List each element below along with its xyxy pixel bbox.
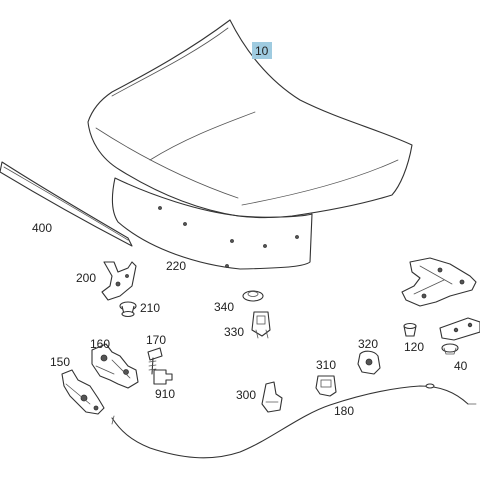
label-part-300[interactable]: 300	[236, 388, 256, 402]
latch-handle-part-310[interactable]	[315, 375, 337, 397]
label-part-180[interactable]: 180	[334, 404, 354, 418]
hood-insulation-part-220[interactable]	[111, 177, 313, 270]
label-part-170[interactable]: 170	[146, 333, 166, 347]
label-part-10[interactable]: 10	[255, 44, 269, 58]
clip-part-120[interactable]	[403, 322, 417, 337]
cap-part-340[interactable]	[242, 290, 264, 302]
cap-part-40[interactable]	[441, 343, 459, 355]
label-part-340[interactable]: 340	[214, 300, 234, 314]
release-handle-part-300[interactable]	[261, 381, 283, 413]
bolt-part-170[interactable]	[147, 347, 163, 375]
hood-lock-part-160[interactable]	[91, 343, 139, 389]
label-part-200[interactable]: 200	[76, 271, 96, 285]
bracket-upper-right[interactable]	[401, 257, 477, 307]
label-part-160[interactable]: 160	[90, 337, 110, 351]
bowden-cable-part-180[interactable]	[111, 383, 477, 459]
highlight-box-part-10	[252, 42, 272, 59]
label-part-330[interactable]: 330	[224, 325, 244, 339]
hinge-part-200[interactable]	[101, 261, 137, 301]
label-part-310[interactable]: 310	[316, 358, 336, 372]
hood-part-10[interactable]	[87, 19, 413, 219]
bracket-right-lower[interactable]	[439, 317, 480, 341]
seal-strip-part-400[interactable]	[0, 161, 133, 247]
label-part-320[interactable]: 320	[358, 337, 378, 351]
label-part-150[interactable]: 150	[50, 355, 70, 369]
label-part-210[interactable]: 210	[140, 301, 160, 315]
label-part-40[interactable]: 40	[454, 359, 468, 373]
lock-actuator-part-150[interactable]	[61, 369, 105, 415]
label-part-400[interactable]: 400	[32, 221, 52, 235]
striker-part-330[interactable]	[251, 311, 271, 339]
label-part-120[interactable]: 120	[404, 340, 424, 354]
buffer-part-210[interactable]	[119, 301, 137, 318]
clip-part-910[interactable]	[153, 369, 173, 385]
catch-part-320[interactable]	[357, 350, 381, 375]
label-part-220[interactable]: 220	[166, 259, 186, 273]
label-part-910[interactable]: 910	[155, 387, 175, 401]
